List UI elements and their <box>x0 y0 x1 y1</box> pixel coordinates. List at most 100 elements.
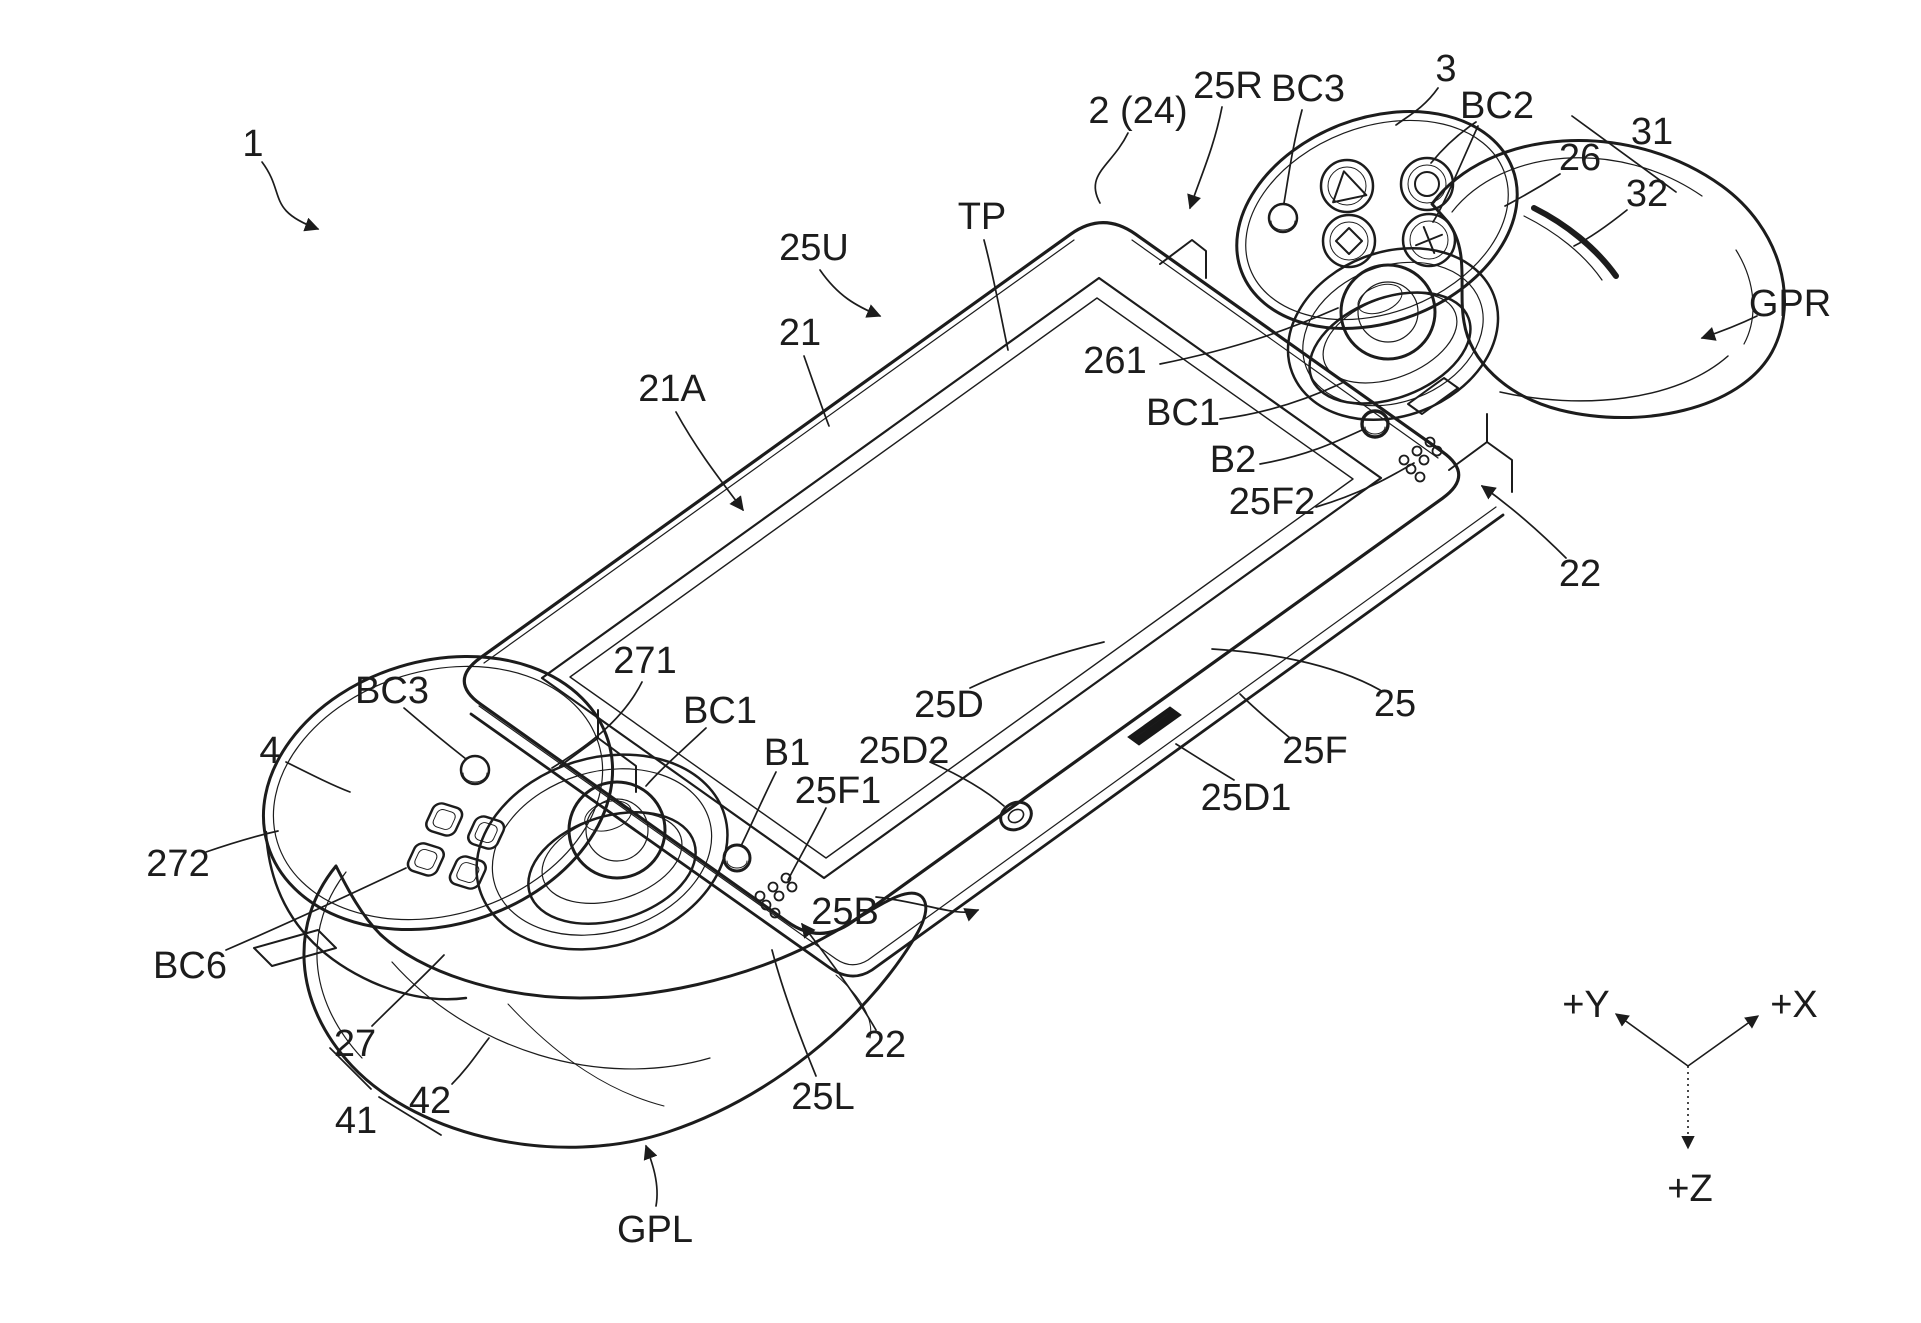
dpad[interactable] <box>385 779 526 914</box>
leader-ref-32 <box>1573 209 1628 247</box>
left-corner-ledge <box>559 709 637 793</box>
leader-ref-25L <box>771 949 817 1077</box>
right-speaker-holes <box>1398 436 1443 483</box>
label-axis-x: +X <box>1770 984 1818 1026</box>
label-ref-25D: 25D <box>914 684 984 726</box>
usb-port[interactable] <box>1127 706 1182 746</box>
leader-ref-271 <box>551 681 643 769</box>
right-analog-stick[interactable] <box>1263 219 1523 450</box>
left-controller-pod <box>253 654 615 1001</box>
leader-ref-25D <box>969 641 1105 689</box>
right-trigger-bar <box>1531 205 1619 279</box>
usb-port-slot <box>1135 713 1169 738</box>
leader-lines <box>205 87 1758 1207</box>
label-ref-BC3-left: BC3 <box>355 670 429 712</box>
left-grip-shade-line <box>391 961 711 1070</box>
label-ref-25D1: 25D1 <box>1201 777 1292 819</box>
label-ref-BC1-right: BC1 <box>1146 392 1220 434</box>
leader-ref-25 <box>1211 648 1381 691</box>
label-ref-B1: B1 <box>764 732 810 774</box>
leader-ref-21A <box>675 411 744 512</box>
leader-ref-25D1 <box>1175 743 1235 781</box>
label-ref-2-24: 2 (24) <box>1088 90 1187 132</box>
label-ref-GPR: GPR <box>1749 283 1831 325</box>
screen-display <box>569 297 1354 859</box>
leader-ref-bc2-b <box>1432 125 1479 223</box>
leader-ref-272 <box>205 830 279 853</box>
b2-button[interactable] <box>1360 409 1390 439</box>
label-ref-41: 41 <box>335 1100 377 1142</box>
bracket-ref-31 <box>1571 115 1677 193</box>
label-ref-31: 31 <box>1631 111 1673 153</box>
label-axis-y: +Y <box>1562 984 1610 1026</box>
axis-y-arrow <box>1614 1013 1689 1067</box>
label-ref-25B: 25B <box>811 891 879 933</box>
audio-jack[interactable] <box>996 797 1037 836</box>
label-ref-3: 3 <box>1435 48 1456 90</box>
left-grip-shade-line2 <box>507 1003 665 1107</box>
label-ref-272: 272 <box>146 843 209 885</box>
right-grip-shade-line <box>1499 355 1729 402</box>
leader-ref-b2 <box>1259 429 1363 465</box>
left-analog-stick[interactable] <box>452 725 752 980</box>
leader-ref-22-bottom <box>801 922 877 1031</box>
label-ref-25F: 25F <box>1282 730 1347 772</box>
left-bc3-button[interactable] <box>459 754 491 786</box>
right-attach-step <box>1159 239 1207 279</box>
device-body <box>462 221 1505 978</box>
leader-ref-25B <box>875 896 980 922</box>
leader-ref-bc6 <box>225 867 407 951</box>
coordinate-axes <box>1614 1013 1760 1150</box>
left-grip <box>302 864 928 1149</box>
leader-ref-bc2-a <box>1430 121 1477 164</box>
left-grip-inner-line <box>316 871 363 1059</box>
front-band-bottom <box>469 513 1505 978</box>
label-ref-BC2: BC2 <box>1460 85 1534 127</box>
label-ref-26: 26 <box>1559 137 1601 179</box>
label-ref-271: 271 <box>613 640 676 682</box>
leader-ref-22-right <box>1480 485 1567 559</box>
label-ref-1: 1 <box>242 123 263 165</box>
right-grip-shade-line2 <box>1735 249 1754 345</box>
label-ref-TP: TP <box>958 196 1007 238</box>
leader-ref-42 <box>451 1037 490 1085</box>
leader-ref-21 <box>803 355 830 427</box>
label-ref-BC1-left: BC1 <box>683 690 757 732</box>
label-ref-BC6: BC6 <box>153 945 227 987</box>
label-ref-BC3-right: BC3 <box>1271 68 1345 110</box>
right-latch-step <box>1448 413 1513 493</box>
right-controller-pod <box>1235 110 1519 330</box>
label-ref-4: 4 <box>259 730 280 772</box>
right-grip-inner-line <box>1451 157 1703 213</box>
leader-ref-bc1-left <box>645 727 707 787</box>
left-pod-notch <box>253 929 337 967</box>
leader-ref-25F <box>1239 693 1291 739</box>
circle-button[interactable] <box>1399 156 1455 212</box>
axis-x-arrow <box>1687 1015 1760 1067</box>
front-band-inner <box>478 506 1497 966</box>
label-ref-25F1: 25F1 <box>795 770 882 812</box>
leader-ref-25D2 <box>929 761 1005 807</box>
leader-ref-gpl <box>643 1144 658 1207</box>
right-bc3-button[interactable] <box>1267 202 1299 234</box>
right-pod-tab <box>1407 377 1459 415</box>
leader-ref-bc3-left <box>403 707 467 760</box>
bracket-ref-41 <box>329 1047 442 1136</box>
body-top-edge-inner <box>483 239 1075 664</box>
leader-ref-bc1-right <box>1219 382 1343 420</box>
leader-ref-25F2 <box>1315 462 1415 508</box>
label-ref-261: 261 <box>1083 340 1146 382</box>
square-button[interactable] <box>1321 213 1377 269</box>
label-ref-25F2: 25F2 <box>1229 481 1316 523</box>
right-pod-inner-rim <box>1245 119 1509 321</box>
label-ref-27: 27 <box>334 1023 376 1065</box>
leader-ref-gpr <box>1700 315 1758 341</box>
triangle-button[interactable] <box>1319 158 1375 214</box>
cross-button[interactable] <box>1401 212 1457 268</box>
left-pod-band <box>264 830 468 1001</box>
label-ref-21A: 21A <box>638 368 706 410</box>
leader-ref-1 <box>261 161 320 232</box>
b1-button[interactable] <box>722 843 752 873</box>
leader-ref-3 <box>1395 87 1439 126</box>
